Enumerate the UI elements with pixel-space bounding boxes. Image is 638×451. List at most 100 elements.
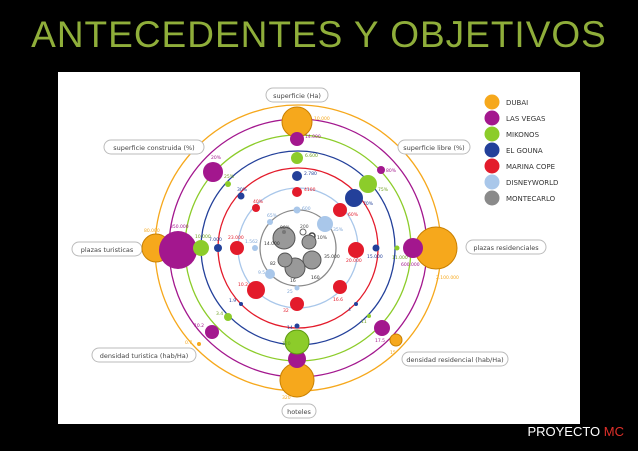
bubble-mikonos-turisticas <box>193 240 209 256</box>
label-dtur-dw: 9.5 <box>258 270 265 276</box>
label-sup-mo: 200 <box>300 224 309 230</box>
bubble-montecarlo-construida <box>282 230 286 234</box>
radar-diagram: superficie (Ha) superficie libre (%) pla… <box>71 87 558 419</box>
label-hot-mc: 32 <box>283 308 289 314</box>
bubble-marinacope-construida <box>252 204 260 212</box>
bubble-dubai-hoteles <box>279 362 315 398</box>
label-sup-mik: 6.600 <box>305 153 318 159</box>
label-libre-dw: 35% <box>333 227 344 233</box>
bubble-marinacope-turisticas <box>230 241 244 255</box>
bubble-marinacope-dres <box>333 280 347 294</box>
bubble-elgouna-hoteles <box>294 323 300 329</box>
legend-label-las-vegas: LAS VEGAS <box>506 115 546 123</box>
bubble-mikonos-hoteles <box>284 329 310 355</box>
axis-label-plazas-turisticas: plazas turisticas <box>71 241 143 257</box>
label-hot-mik: 120 <box>282 341 291 347</box>
label-libre-eg: 70% <box>363 201 374 207</box>
label-cons-dw: 65% <box>267 213 278 219</box>
label-dres-dubai: 15 <box>390 350 396 356</box>
bubble-lasvegas-superficie <box>290 132 304 146</box>
bubble-lasvegas-libre <box>377 166 385 174</box>
legend-label-mikonos: MIKONOS <box>506 131 540 139</box>
label-tur-mo: 14.000 <box>264 241 280 247</box>
label-sup-eg: 2.780 <box>304 171 317 177</box>
bubble-mikonos-residenciales <box>394 245 400 251</box>
axis-label-superficie: superficie (Ha) <box>265 87 329 103</box>
legend-label-dubai: DUBAI <box>506 99 528 107</box>
label-res-mc: 20.000 <box>346 258 362 264</box>
bubble-disney-libre <box>317 216 333 232</box>
radar-diagram-panel: superficie (Ha) superficie libre (%) pla… <box>58 72 580 424</box>
label-dtur-mc: 10.2 <box>238 282 248 288</box>
label-sup-dw: 600 <box>302 206 311 212</box>
legend-swatch-mikonos <box>484 126 500 142</box>
label-dres-mik: 11 <box>361 319 367 325</box>
bubble-montecarlo-superficie <box>299 228 307 236</box>
label-dtur-eg: 1.9 <box>229 298 236 304</box>
label-dres-lv: 17.5 <box>375 338 385 344</box>
label-cons-mik: 25% <box>224 174 235 180</box>
label-hot-dw: 25 <box>287 289 293 295</box>
label-sup-mc: 4100 <box>304 187 316 193</box>
label-hot-eg: 14 <box>287 325 293 331</box>
label-mo-a: 82 <box>270 261 276 267</box>
legend-label-marina-cope: MARINA COPE <box>506 163 555 171</box>
slide-title: ANTECEDENTES Y OBJETIVOS <box>31 14 607 55</box>
bubble-mikonos-construida <box>225 181 231 187</box>
axis-label-superficie-construida: superficie construida (%) <box>103 139 205 155</box>
bubble-elgouna-dtur <box>239 302 243 306</box>
axis-label-densidad-turistica: densidad turistica (hab/Ha) <box>91 347 197 363</box>
label-res-eg: 15.000 <box>367 254 383 260</box>
label-dtur-dubai: 0.7 <box>185 340 192 346</box>
bubble-elgouna-dres <box>354 302 358 306</box>
legend-swatch-marina-cope <box>484 158 500 174</box>
svg-text:densidad turistica (hab/Ha): densidad turistica (hab/Ha) <box>100 352 189 360</box>
bubble-dubai-dres <box>389 333 403 347</box>
bubble-lasvegas-hoteles <box>288 350 306 368</box>
label-cons-mo: 90% <box>280 225 291 231</box>
legend: DUBAI LAS VEGAS MIKONOS EL GOUNA MARINA … <box>484 94 558 206</box>
label-tur-dubai: 80.000 <box>144 228 160 234</box>
bubble-dubai-dtur <box>197 342 201 346</box>
label-dtur-mik: 3.4 <box>216 311 223 317</box>
bubble-lasvegas-dres <box>374 320 390 336</box>
bubble-lasvegas-turisticas <box>159 231 197 269</box>
svg-text:hoteles: hoteles <box>287 408 311 416</box>
label-tur-eg: 7.000 <box>209 237 222 243</box>
label-res-lv: 600.000 <box>401 262 420 268</box>
label-libre-lv: 80% <box>386 168 397 174</box>
bubble-elgouna-libre <box>345 189 363 207</box>
label-cons-mc: 40% <box>253 199 264 205</box>
footer-brand: PROYECTO MC <box>527 424 624 439</box>
bubble-mikonos-dres <box>367 314 371 318</box>
bubble-montecarlo-extra-b <box>301 234 317 250</box>
label-tur-dw: 1.562 <box>245 239 258 245</box>
bubble-disney-construida <box>267 219 273 225</box>
svg-text:plazas residenciales: plazas residenciales <box>473 244 539 252</box>
label-hot-dubai: 320 <box>282 395 291 401</box>
label-sup-dubai: 10.000 <box>314 116 330 122</box>
axis-label-densidad-residencial: densidad residencial (hab/Ha) <box>401 351 509 367</box>
label-dres-mc: 16.6 <box>333 297 343 303</box>
svg-text:superficie libre (%): superficie libre (%) <box>403 144 464 152</box>
axis-label-plazas-residenciales: plazas residenciales <box>465 239 547 255</box>
bubble-lasvegas-construida <box>203 162 223 182</box>
label-sup-lv: 14.000 <box>305 134 321 140</box>
svg-text:superficie construida (%): superficie construida (%) <box>113 144 194 152</box>
label-dtur-lv: 10.2 <box>194 323 204 329</box>
axis-label-hoteles: hoteles <box>281 403 317 419</box>
legend-swatch-las-vegas <box>484 110 500 126</box>
bubble-marinacope-superficie <box>292 187 302 197</box>
legend-swatch-el-gouna <box>484 142 500 158</box>
label-hot-mo: 16 <box>290 278 296 284</box>
legend-label-montecarlo: MONTECARLO <box>506 195 556 203</box>
bubble-disney-superficie <box>293 206 301 214</box>
label-res-mik: 11.000 <box>392 255 408 261</box>
label-res-mo: 35.000 <box>324 254 340 260</box>
label-cons-eg: 30% <box>237 187 248 193</box>
bubble-montecarlo-extra-a <box>277 252 293 268</box>
bubble-lasvegas-residenciales <box>403 238 423 258</box>
label-libre-mik: 75% <box>378 187 389 193</box>
legend-swatch-montecarlo <box>484 190 500 206</box>
label-cons-lv: 20% <box>211 155 222 161</box>
